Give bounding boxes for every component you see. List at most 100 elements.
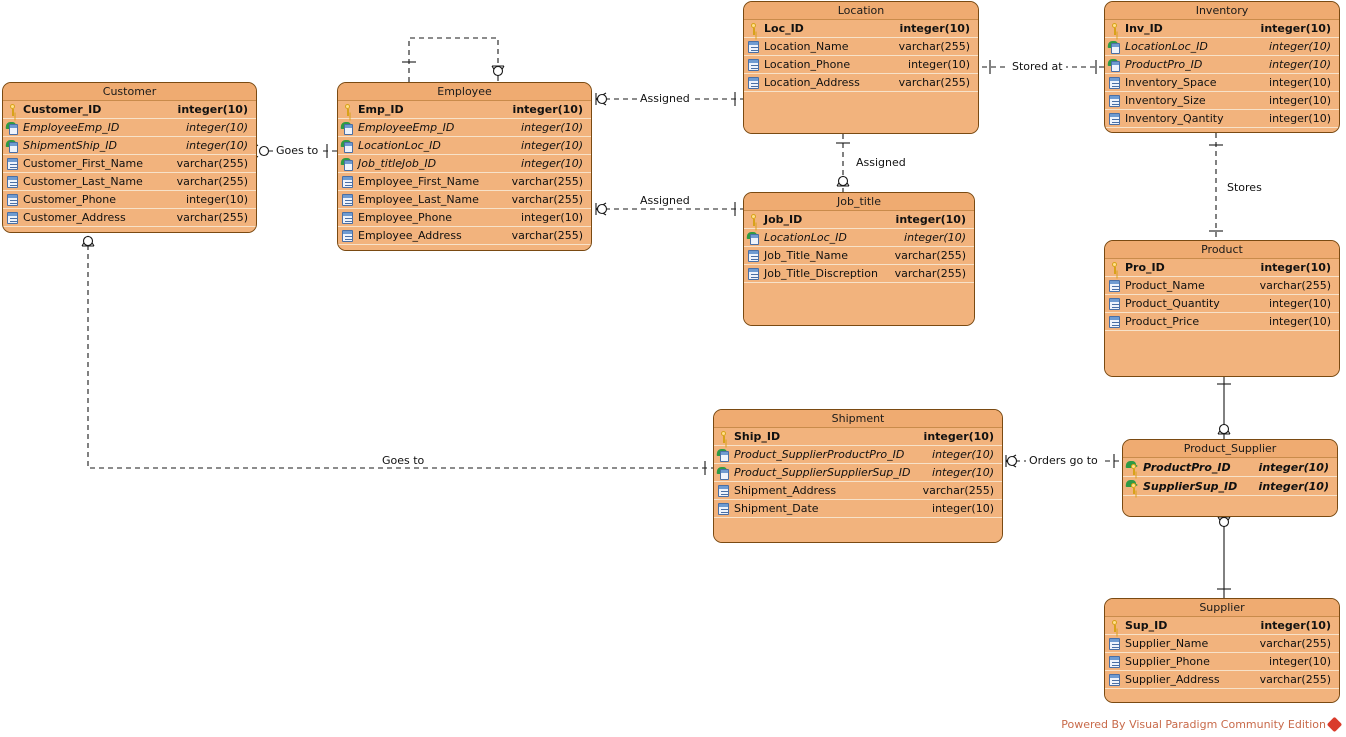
column-name: Location_Name [764, 40, 849, 53]
column-name: LocationLoc_ID [1125, 40, 1208, 53]
column-type: integer(10) [1269, 58, 1331, 71]
column-name: Shipment_Address [734, 484, 837, 497]
column-icon [748, 40, 759, 53]
foreign-key-icon [746, 231, 761, 245]
column-type: integer(10) [512, 103, 583, 116]
column-key-icon-slot [3, 155, 22, 173]
column-icon [748, 58, 759, 71]
column-type: integer(10) [908, 58, 970, 71]
primary-key-icon [1110, 261, 1119, 274]
column-type: varchar(255) [511, 175, 583, 188]
column-row[interactable]: Customer_First_Name varchar(255) [3, 155, 256, 173]
column-name: LocationLoc_ID [358, 139, 441, 152]
visual-paradigm-logo-icon [1326, 716, 1343, 733]
column-row[interactable]: Location_Name varchar(255) [744, 38, 978, 56]
column-row[interactable]: Employee_First_Name varchar(255) [338, 173, 591, 191]
column-type: varchar(255) [176, 157, 248, 170]
relationship-label: Stored at [1009, 60, 1066, 73]
column-row[interactable]: Customer_Phone integer(10) [3, 191, 256, 209]
entity-title: Location [744, 2, 978, 20]
column-key-icon-slot [744, 265, 763, 283]
column-type: integer(10) [521, 139, 583, 152]
column-type: varchar(255) [894, 267, 966, 280]
column-name: Customer_Address [23, 211, 126, 224]
column-row[interactable]: ShipmentShip_ID integer(10) [3, 137, 256, 155]
column-name: Supplier_Address [1125, 673, 1220, 686]
column-key-icon-slot [1105, 74, 1124, 92]
column-name: ShipmentShip_ID [23, 139, 117, 152]
column-key-icon-slot [744, 56, 763, 74]
column-icon [1109, 297, 1120, 310]
column-name: Job_titleJob_ID [358, 157, 437, 170]
column-name: Shipment_Date [734, 502, 819, 515]
column-key-icon-slot [338, 101, 357, 119]
column-type: integer(10) [1269, 94, 1331, 107]
column-type: integer(10) [521, 121, 583, 134]
entity-empty-area [714, 518, 1002, 542]
column-row[interactable]: LocationLoc_ID integer(10) [338, 137, 591, 155]
column-row[interactable]: Shipment_Address varchar(255) [714, 482, 1002, 500]
column-name: Customer_Phone [23, 193, 117, 206]
relationship-label: Goes to [379, 454, 428, 467]
watermark-text: Powered By Visual Paradigm Community Edi… [1061, 718, 1326, 731]
column-name: Customer_Last_Name [23, 175, 143, 188]
column-type: integer(10) [186, 193, 248, 206]
column-icon [1109, 637, 1120, 650]
column-type: integer(10) [932, 466, 994, 479]
column-name: Employee_First_Name [358, 175, 480, 188]
column-name: Customer_First_Name [23, 157, 144, 170]
column-type: varchar(255) [898, 40, 970, 53]
column-type: integer(10) [186, 139, 248, 152]
column-key-icon-slot [1105, 635, 1124, 653]
column-key-icon-slot [1105, 20, 1124, 38]
column-type: varchar(255) [922, 484, 994, 497]
column-icon [1109, 673, 1120, 686]
